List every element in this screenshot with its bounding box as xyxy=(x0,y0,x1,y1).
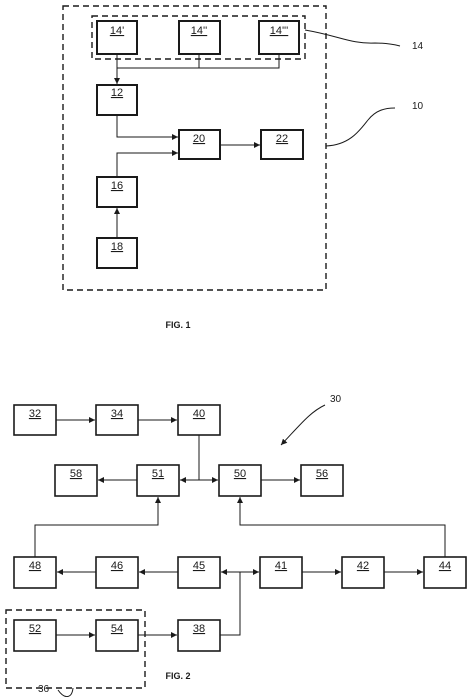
leader-14 xyxy=(304,29,401,47)
arrow-16-to-20 xyxy=(116,150,178,177)
box-14-prime: 14' xyxy=(96,20,138,55)
svg-text:56: 56 xyxy=(316,468,328,480)
box-12: 12 xyxy=(96,84,138,116)
svg-text:14': 14' xyxy=(110,25,124,37)
ref-14: 14 xyxy=(412,41,424,52)
box-14-triple-prime: 14''' xyxy=(258,20,300,55)
box-44: 44 xyxy=(423,556,467,589)
box-52: 52 xyxy=(13,619,57,652)
box-40: 40 xyxy=(177,404,221,436)
box-38: 38 xyxy=(177,619,221,652)
svg-text:16: 16 xyxy=(111,180,123,192)
svg-text:41: 41 xyxy=(275,560,287,572)
svg-text:45: 45 xyxy=(193,560,205,572)
arrow-44-to-50 xyxy=(237,497,446,557)
fig1-container-dashed xyxy=(62,5,327,291)
svg-text:22: 22 xyxy=(276,133,288,145)
svg-text:52: 52 xyxy=(29,623,41,635)
svg-text:50: 50 xyxy=(234,468,246,480)
box-58: 58 xyxy=(54,464,98,497)
svg-text:12: 12 xyxy=(111,87,123,99)
ref-10: 10 xyxy=(412,101,424,112)
box-42: 42 xyxy=(341,556,385,589)
leader-36 xyxy=(57,687,74,697)
svg-text:40: 40 xyxy=(193,408,205,420)
svg-text:42: 42 xyxy=(357,560,369,572)
box-14-double-prime: 14'' xyxy=(178,20,221,55)
svg-text:58: 58 xyxy=(70,468,82,480)
fig2-group-36-dashed xyxy=(5,609,146,689)
arrow-48-to-51 xyxy=(34,497,161,557)
svg-text:20: 20 xyxy=(193,133,205,145)
box-20: 20 xyxy=(178,129,221,160)
box-45: 45 xyxy=(177,556,221,589)
svg-text:54: 54 xyxy=(111,623,123,635)
fig2-caption: FIG. 2 xyxy=(165,671,190,681)
box-50: 50 xyxy=(218,464,262,497)
svg-text:14''': 14''' xyxy=(270,25,289,37)
leader-10 xyxy=(325,107,396,147)
box-46: 46 xyxy=(95,556,139,589)
line-14b-join xyxy=(117,54,200,69)
fig2: 32 34 40 58 51 50 56 48 xyxy=(5,394,467,697)
ref-30: 30 xyxy=(330,394,342,405)
svg-text:32: 32 xyxy=(29,408,41,420)
svg-text:44: 44 xyxy=(439,560,451,572)
line-14c-join xyxy=(199,54,280,69)
leader-30 xyxy=(280,404,326,446)
box-54: 54 xyxy=(95,619,139,652)
box-16: 16 xyxy=(96,176,138,208)
svg-text:48: 48 xyxy=(29,560,41,572)
svg-text:14'': 14'' xyxy=(191,25,207,37)
ref-36: 36 xyxy=(38,684,50,695)
box-34: 34 xyxy=(95,404,139,436)
svg-text:34: 34 xyxy=(111,408,123,420)
fig1-caption: FIG. 1 xyxy=(165,320,190,330)
box-51: 51 xyxy=(136,464,180,497)
svg-text:18: 18 xyxy=(111,241,123,253)
svg-text:38: 38 xyxy=(193,623,205,635)
box-48: 48 xyxy=(13,556,57,589)
line-38-to-45-41 xyxy=(220,572,241,636)
arrow-12-to-20 xyxy=(116,115,178,140)
box-18: 18 xyxy=(96,237,138,269)
box-22: 22 xyxy=(260,129,304,160)
box-56: 56 xyxy=(300,464,344,497)
box-32: 32 xyxy=(13,404,57,436)
svg-text:46: 46 xyxy=(111,560,123,572)
box-41: 41 xyxy=(259,556,303,589)
svg-text:51: 51 xyxy=(152,468,164,480)
fig1: 14' 14'' 14''' 12 20 22 16 18 xyxy=(62,5,424,330)
